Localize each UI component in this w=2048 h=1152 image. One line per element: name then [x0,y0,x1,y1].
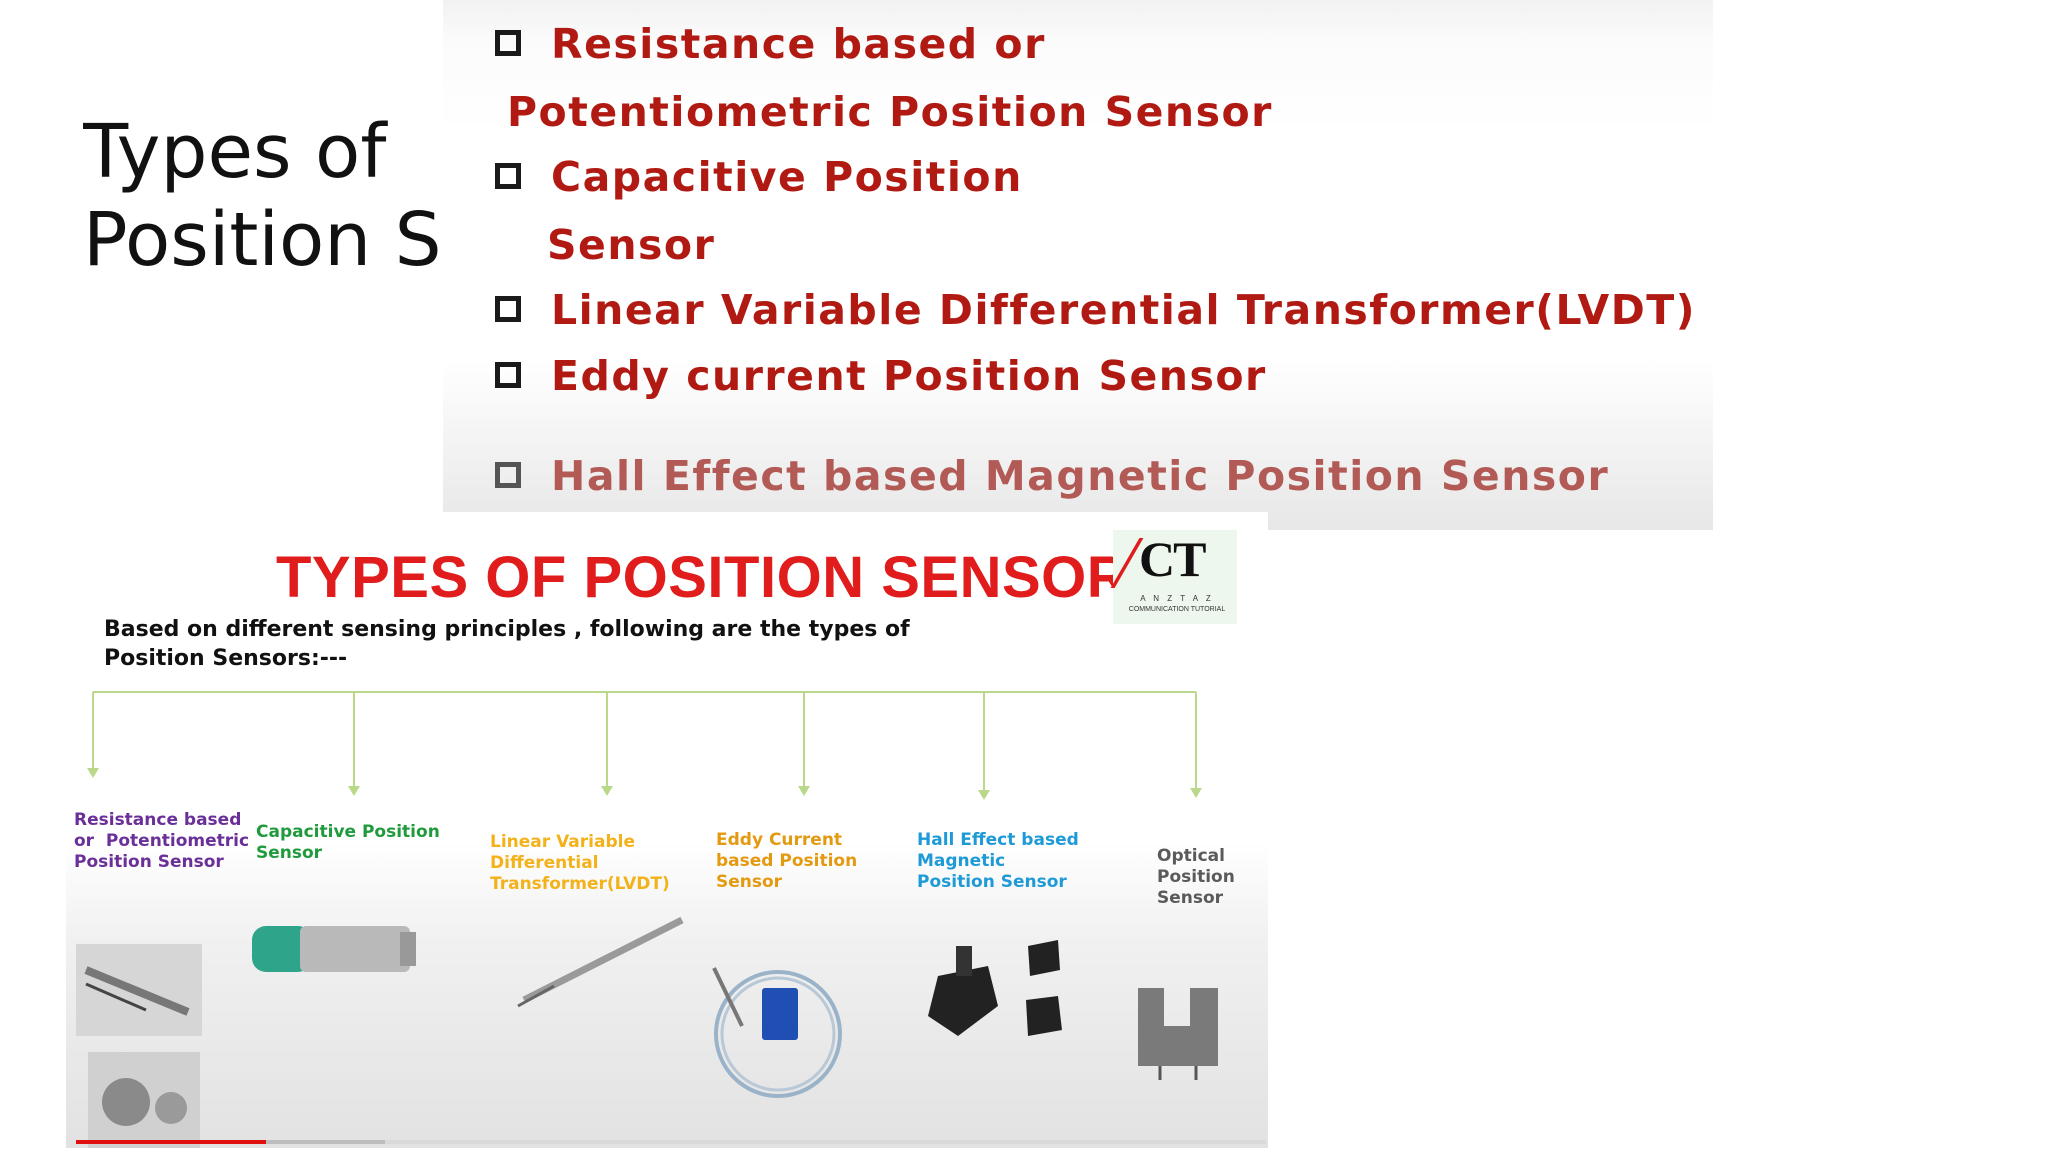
arrow-down-icon [601,786,613,796]
arrow-down-icon [348,786,360,796]
list-item-text: Hall Effect based Magnetic Position Sens… [551,452,1610,500]
sensor-label-eddy: Eddy Current based Position Sensor [716,830,858,892]
list-item-text: Linear Variable Differential Transformer… [551,286,1696,334]
list-item-hall: Hall Effect based Magnetic Position Sens… [495,452,1609,500]
list-item-text-cont: Sensor [547,221,716,269]
eddy-current-sensor-icon [712,967,842,1098]
sensor-label-capacitive: Capacitive Position Sensor [256,822,440,863]
arrow-down-icon [798,786,810,796]
checkbox-icon [495,30,521,56]
list-item-text: Capacitive Position [551,153,1023,201]
logo-subline: COMMUNICATION TUTORIAL [1128,606,1226,613]
logo-mark: CT [1139,531,1206,587]
potentiometer-icon [76,944,202,1148]
slide-title: Types of Position Sensors [83,108,443,284]
sensor-list-image: Resistance based or Potentiometric Posit… [443,0,1713,530]
list-item-text: Eddy current Position Sensor [551,352,1267,400]
video-heading: TYPES OF POSITION SENSORS [276,545,1169,610]
video-progress-bar[interactable] [76,1140,1266,1144]
video-progress-played [76,1140,267,1144]
list-item-lvdt: Linear Variable Differential Transformer… [495,286,1696,334]
checkbox-icon [495,462,521,488]
list-item-capacitive: Capacitive Position Sensor [495,153,1023,269]
sensor-label-hall: Hall Effect based Magnetic Position Sens… [917,830,1079,892]
video-frame[interactable]: TYPES OF POSITION SENSORS CT A N Z T A Z… [66,512,1268,1148]
logo-tagline: A N Z T A Z [1140,594,1214,603]
sensor-label-lvdt: Linear Variable Differential Transformer… [490,832,670,894]
sensor-label-resistance: Resistance based or Potentiometric Posit… [74,810,250,872]
list-item-text-cont: Potentiometric Position Sensor [507,88,1273,136]
checkbox-icon [495,296,521,322]
list-item-resistance: Resistance based or Potentiometric Posit… [495,20,1273,136]
optical-sensor-icon [1138,988,1218,1080]
hall-effect-sensor-icon [928,940,1062,1036]
list-item-text: Resistance based or [551,20,1046,68]
checkbox-icon [495,163,521,189]
arrow-down-icon [1190,788,1202,798]
channel-logo: CT A N Z T A Z COMMUNICATION TUTORIAL [1110,530,1237,624]
arrow-down-icon [87,768,99,778]
sensor-label-optical: Optical Position Sensor [1157,846,1235,908]
classification-tree [87,691,1202,800]
slide-title-line2: Position Sensors [83,197,443,283]
arrow-down-icon [978,790,990,800]
list-item-eddy: Eddy current Position Sensor [495,352,1267,400]
slide-title-line1: Types of [83,109,387,195]
checkbox-icon [495,362,521,388]
lvdt-icon [517,916,684,1008]
video-subtitle: Based on different sensing principles , … [104,617,910,671]
capacitive-sensor-icon [252,926,416,972]
